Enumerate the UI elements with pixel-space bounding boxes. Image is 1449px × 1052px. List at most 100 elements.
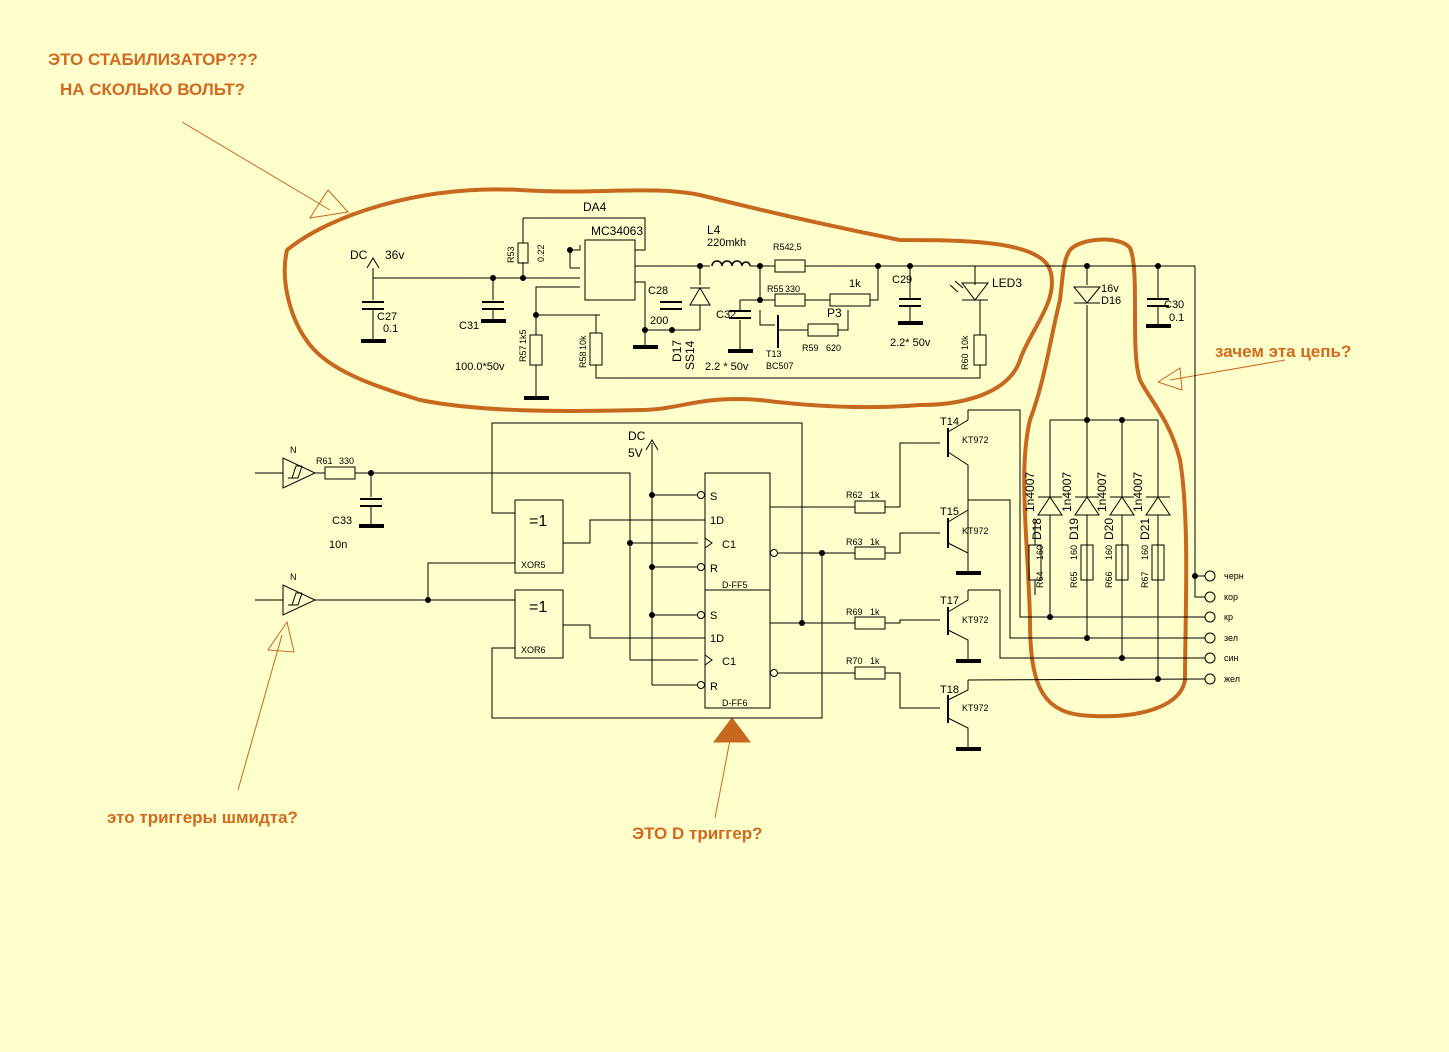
label-led3: LED3 bbox=[992, 276, 1022, 290]
label-t15-val: KT972 bbox=[962, 526, 989, 536]
label-d16-val: 16v bbox=[1101, 283, 1119, 295]
junctions bbox=[368, 247, 1198, 682]
annotation-arrows bbox=[181, 121, 1286, 819]
label-r70: R70 bbox=[846, 656, 863, 666]
label-d18: D18 bbox=[1030, 518, 1044, 540]
ground-symbols bbox=[359, 319, 1171, 751]
label-d16: D16 bbox=[1101, 295, 1121, 307]
label-r64: R64 bbox=[1035, 571, 1045, 588]
highlight-outlines bbox=[282, 187, 1189, 719]
label-c31-val: 100.0*50v bbox=[455, 361, 505, 373]
label-c27-val: 0.1 bbox=[383, 323, 398, 335]
inductor-l4 bbox=[711, 260, 751, 267]
label-logic-dc: DC bbox=[628, 429, 646, 443]
annotation-circuit-question: зачем эта цепь? bbox=[1215, 342, 1352, 361]
label-r65: R65 bbox=[1069, 571, 1079, 588]
label-r54: R54 bbox=[773, 242, 790, 252]
stabilizer-outline bbox=[282, 187, 1054, 413]
label-dff6: D-FF6 bbox=[722, 698, 748, 708]
label-t18: T18 bbox=[940, 684, 959, 696]
annotation-dtrigger-question: ЭТО D триггер? bbox=[632, 824, 763, 843]
label-r62-val: 1k bbox=[870, 490, 880, 500]
label-c27: C27 bbox=[377, 311, 397, 323]
label-mc34063: MC34063 bbox=[591, 224, 643, 238]
label-xor6: XOR6 bbox=[521, 645, 546, 655]
label-r54-val: 2,5 bbox=[789, 242, 802, 252]
label-r60-val: 10k bbox=[960, 335, 970, 350]
label-t17: T17 bbox=[940, 595, 959, 607]
label-t13: T13 bbox=[766, 349, 782, 359]
diode-network-outline bbox=[1022, 237, 1189, 719]
label-r61: R61 bbox=[316, 456, 333, 466]
label-ff6-d: 1D bbox=[710, 633, 724, 645]
label-36v: 36v bbox=[385, 248, 404, 262]
label-c29: C29 bbox=[892, 274, 912, 286]
label-r60: R60 bbox=[960, 353, 970, 370]
label-c28-val: 200 bbox=[650, 315, 668, 327]
label-r65-val: 160 bbox=[1069, 545, 1079, 560]
label-r58: R58 bbox=[578, 351, 588, 368]
label-d20: D20 bbox=[1102, 518, 1116, 540]
label-dc: DC bbox=[350, 248, 368, 262]
label-ff6-c: C1 bbox=[722, 656, 736, 668]
annotation-voltage-question: НА СКОЛЬКО ВОЛЬТ? bbox=[60, 80, 246, 99]
label-l4-val: 220mkh bbox=[707, 237, 746, 249]
label-r55: R55 bbox=[767, 284, 784, 294]
label-d21: D21 bbox=[1138, 518, 1152, 540]
annotation-schmitt-question: это триггеры шмидта? bbox=[107, 808, 298, 827]
label-r66-val: 160 bbox=[1104, 545, 1114, 560]
label-l4: L4 bbox=[707, 223, 721, 237]
label-ff6-s: S bbox=[710, 610, 717, 622]
label-p3: P3 bbox=[827, 306, 842, 320]
label-connector-5: жел bbox=[1224, 674, 1240, 684]
label-connector-3: зел bbox=[1224, 633, 1238, 643]
label-r53: R53 bbox=[506, 246, 516, 263]
schmitt-triggers bbox=[282, 457, 317, 616]
label-connector-2: кр bbox=[1224, 612, 1233, 622]
label-ff5-r: R bbox=[710, 563, 718, 575]
label-d17: D17 bbox=[670, 340, 684, 362]
label-r55-val: 330 bbox=[785, 284, 800, 294]
label-r58-val: 10k bbox=[578, 335, 588, 350]
capacitors bbox=[360, 298, 1169, 507]
label-d18-type: 1n4007 bbox=[1023, 472, 1037, 512]
label-r57-val: 1k5 bbox=[518, 329, 528, 344]
label-xor6-sym: =1 bbox=[529, 599, 547, 616]
label-t14-val: KT972 bbox=[962, 435, 989, 445]
label-r63: R63 bbox=[846, 537, 863, 547]
connector-pins bbox=[1204, 570, 1216, 685]
label-r67: R67 bbox=[1140, 571, 1150, 588]
label-n2: N bbox=[290, 572, 297, 582]
label-t17-val: KT972 bbox=[962, 615, 989, 625]
label-r67-val: 160 bbox=[1140, 545, 1150, 560]
label-xor5: XOR5 bbox=[521, 560, 546, 570]
label-c28: C28 bbox=[648, 285, 668, 297]
label-t15: T15 bbox=[940, 506, 959, 518]
label-ff5-c: C1 bbox=[722, 539, 736, 551]
regulator-ic bbox=[584, 239, 636, 301]
label-ff6-r: R bbox=[710, 681, 718, 693]
label-r69-val: 1k bbox=[870, 607, 880, 617]
label-r57: R57 bbox=[518, 345, 528, 362]
labels: DA4 MC34063 DC 36v C27 0.1 C31 100.0*50v… bbox=[290, 200, 1244, 713]
label-r70-val: 1k bbox=[870, 656, 880, 666]
label-connector-4: син bbox=[1224, 653, 1239, 663]
label-d19-type: 1n4007 bbox=[1060, 472, 1074, 512]
label-c33: C33 bbox=[332, 515, 352, 527]
resistors bbox=[324, 242, 1165, 680]
label-r64-val: 160 bbox=[1035, 545, 1045, 560]
label-d20-type: 1n4007 bbox=[1095, 472, 1109, 512]
label-t14: T14 bbox=[940, 416, 959, 428]
diodes bbox=[689, 280, 1171, 516]
label-c32-val: 2.2 * 50v bbox=[705, 361, 749, 373]
label-d19: D19 bbox=[1067, 518, 1081, 540]
label-p3-val: 1k bbox=[849, 278, 861, 290]
label-t18-val: KT972 bbox=[962, 703, 989, 713]
label-logic-5v: 5V bbox=[628, 446, 643, 460]
label-r59-val: 620 bbox=[826, 343, 841, 353]
label-n1: N bbox=[290, 445, 297, 455]
label-ff5-s: S bbox=[710, 491, 717, 503]
label-r63-val: 1k bbox=[870, 537, 880, 547]
label-r69: R69 bbox=[846, 607, 863, 617]
